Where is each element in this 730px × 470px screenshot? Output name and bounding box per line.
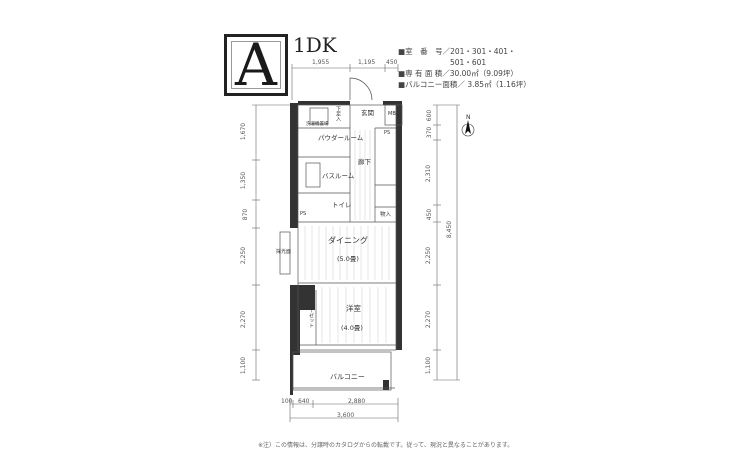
north-label: N [466,114,471,121]
north-arrow-icon [461,120,475,137]
right-dim-3: 2,310 [425,164,433,183]
room-number-info: ■室 番 号／201・301・401・ [398,47,516,56]
room-hall: 廊下 [358,158,371,166]
left-dim-2: 1,350 [240,171,248,190]
window-label: 採光面 [276,249,292,255]
logo-letter: A [235,31,277,99]
right-dim-7: 1,100 [425,356,433,375]
top-dim-3: 450 [386,59,398,66]
room-closet: クローゼット [308,298,314,328]
room-powder: パウダールーム [318,134,364,142]
left-dim-4: 2,250 [240,246,248,265]
plan-type-title: 1DK [293,33,337,57]
total-width-dim: 3,600 [337,412,355,419]
room-mb: MB [388,111,396,117]
plan-info: ■室 番 号／201・301・401・ 501・601 ■専 有 面 積／30.… [398,46,531,90]
room-western-size: (4.0畳) [341,324,363,332]
right-dim-5: 2,250 [425,246,433,265]
floor-area-info: ■専 有 面 積／30.00㎡（9.09坪） [398,69,518,78]
room-dining: ダイニング [328,236,368,245]
left-dim-1: 1,670 [240,122,248,141]
room-toilet: トイレ [332,201,352,209]
left-dim-5: 2,270 [240,310,248,329]
room-ps-1: PS [300,211,307,217]
left-dim-3: 870 [242,208,250,221]
room-laundry: 洗濯機置場 [306,122,329,127]
room-number-info-cont: 501・601 [450,58,487,67]
bottom-dim-1: 100 [281,398,293,405]
left-dim-6: 1,100 [240,356,248,375]
right-dim-1: 600 [426,109,434,122]
right-dim-6: 2,270 [425,310,433,329]
right-dim-4: 450 [426,208,434,221]
room-dining-size: (5.0畳) [337,255,359,263]
room-bath: バスルーム [322,172,355,180]
disclaimer-note: ※注）この情報は、分譲時のカタログからの転載です。従って、現況と異なることがあり… [258,442,514,449]
bottom-dim-3: 2,880 [348,398,366,405]
top-dim-2: 1,195 [358,59,376,66]
right-dim-2: 370 [426,126,434,139]
top-dim-1: 1,955 [312,59,330,66]
room-balcony: バルコニー [330,373,365,381]
room-entrance: 玄関 [361,109,374,117]
room-ps-2: PS [384,130,391,136]
plan-logo: A [224,34,288,96]
balcony-area-info: ■バルコニー面積／ 3.85㎡（1.16坪） [398,80,531,89]
room-western: 洋室 [346,304,361,313]
total-depth-dim: 8,450 [446,220,454,239]
room-storage: 物入 [380,212,392,218]
room-shoe-storage: 下足入 [335,106,341,121]
bottom-dim-2: 640 [298,398,310,405]
